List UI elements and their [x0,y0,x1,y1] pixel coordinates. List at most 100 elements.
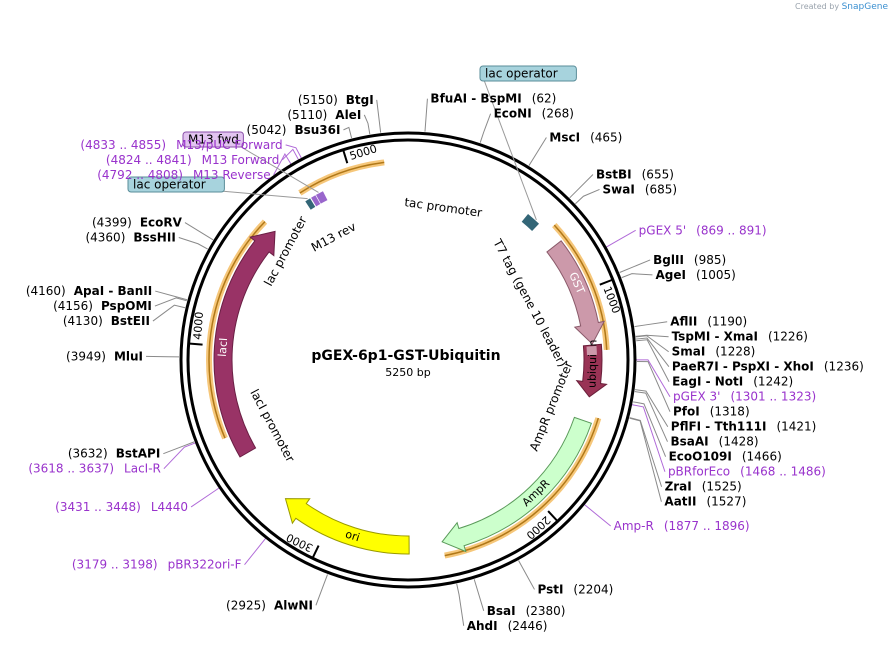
site-ahdi: AhdI(2446) [467,619,548,633]
primer-name: pGEX 3' [673,390,720,404]
lac-operator-box-label: lac operator [133,178,206,192]
m13-rev-label: M13 rev [309,219,358,254]
site-alei: (5110)AleI [287,108,361,122]
primer-pbrforeco: pBRforEco(1468 .. 1486) [668,465,826,479]
leader-lines [146,98,671,626]
boxed-label-leader [483,79,537,221]
primer-name: M13 Reverse [193,168,271,182]
tac-promoter-label: tac promoter [404,195,483,220]
site-bsshii: (4360)BssHII [85,231,175,245]
primer-coord: (1877 .. 1896) [664,519,750,533]
site-coord: (1318) [710,405,750,419]
site-name: TspMI - XmaI [672,330,758,344]
credit-brand: SnapGene [841,2,888,12]
snapgene-credit: Created by SnapGene [795,2,888,12]
site-alwni: (2925) AlwNI [226,598,313,612]
site-pfoi: PfoI (1318) [673,405,750,419]
ubiquitin-feature-arrow [575,343,608,398]
leader-line [154,297,187,307]
primer-pgex-5: pGEX 5' (869 .. 891) [639,223,767,237]
laci-feature-arrow [213,230,276,458]
m13-fwd-box-label: M13 fwd [188,133,239,147]
small-features [305,191,597,356]
site-swai: SwaI(685) [603,182,678,196]
site-eagi-noti: EagI - NotI(1242) [672,375,793,389]
site-coord: (268) [542,107,574,121]
leader-line [163,442,196,470]
site-aflii: AflII(1190) [670,315,747,329]
leader-line [636,339,670,382]
site-name: BfuAI - BspMI [430,92,521,106]
primer-name: LacI-R [124,462,161,476]
primer-pgex-3: pGEX 3' (1301 .. 1323) [673,390,816,404]
primer-name: M13/pUC Forward [176,138,283,152]
site-name: AleI [335,108,361,122]
site-name: BsaI [487,604,516,618]
site-coord: (3949) [66,349,106,363]
ruler-tick [342,149,349,164]
leader-line [584,504,611,527]
primer-coord: (869 .. 891) [696,223,766,237]
highlight-arc-core [553,224,608,350]
ruler-tick-label: 4000 [191,311,206,340]
laci-feature-label: lacI [216,337,230,357]
site-coord: (4360) [85,231,125,245]
site-btgi: (5150)BtgI [298,93,374,107]
site-coord: (3632) [68,447,108,461]
site-coord: (1226) [768,330,808,344]
site-pflfi-tth111i: PflFI - Tth111I(1421) [671,420,817,434]
small-feature-block [315,191,328,204]
primer-laci-r: (3618 .. 3637) LacI-R [28,462,161,476]
leader-line [634,391,668,442]
site-coord: (5150) [298,93,338,107]
primer-coord: (3618 .. 3637) [28,462,114,476]
primer-pbr322ori-f: (3179 .. 3198)pBR322ori-F [72,558,242,572]
leader-line [343,126,353,139]
site-coord: (4399) [92,216,132,230]
primer-l4440: (3431 .. 3448) L4440 [55,500,188,514]
leader-line [163,441,195,455]
site-zrai: ZraI(1525) [665,480,742,494]
backbone-inner-ring [186,138,630,582]
site-labels: BfuAI - BspMI(62)EcoNI(268)MscI(465)BstB… [26,92,864,633]
site-coord: (1190) [707,315,747,329]
primer-coord: (3431 .. 3448) [55,500,141,514]
site-name: BsaAI [671,435,709,449]
highlight-arcs [206,159,610,559]
site-name: AhdI [467,619,498,633]
site-coord: (655) [642,167,674,181]
small-feature-block [311,195,321,207]
site-coord: (2925) [226,598,266,612]
leader-line [636,361,671,412]
plasmid-name: pGEX-6p1-GST-Ubiquitin [311,348,500,364]
credit-prefix: Created by [795,2,840,11]
ampr-feature-arrow [441,416,593,553]
site-name: AatII [664,495,696,509]
primer-coord: (4824 .. 4841) [106,153,192,167]
site-apai-banii: (4160)ApaI - BanII [26,284,152,298]
site-coord: (4160) [26,284,66,298]
site-coord: (1005) [696,268,736,282]
site-coord: (1466) [742,450,782,464]
site-coord: (465) [590,131,622,145]
site-bsai: BsaI(2380) [487,604,566,618]
leader-line [634,321,668,328]
primer-coord: (1301 .. 1323) [730,390,816,404]
site-name: AlwNI [274,598,313,612]
leader-line [635,359,671,397]
primer-name: L4440 [151,500,188,514]
leader-line [635,335,669,353]
site-coord: (5042) [247,123,287,137]
site-name: PfoI [673,405,700,419]
m13-fwd-box [182,131,244,148]
primer-m13-reverse: (4792 .. 4808)M13 Reverse [97,168,270,182]
site-bfuai-bspmi: BfuAI - BspMI(62) [430,92,556,106]
highlight-arc-core [444,417,600,557]
primer-name: pGEX 5' [639,223,686,237]
site-name: PflFI - Tth111I [671,420,767,434]
site-pspomi: (4156)PspOMI [53,299,152,313]
backbone-outer-ring [179,131,637,589]
site-name: MscI [549,131,580,145]
leader-line [633,401,667,457]
